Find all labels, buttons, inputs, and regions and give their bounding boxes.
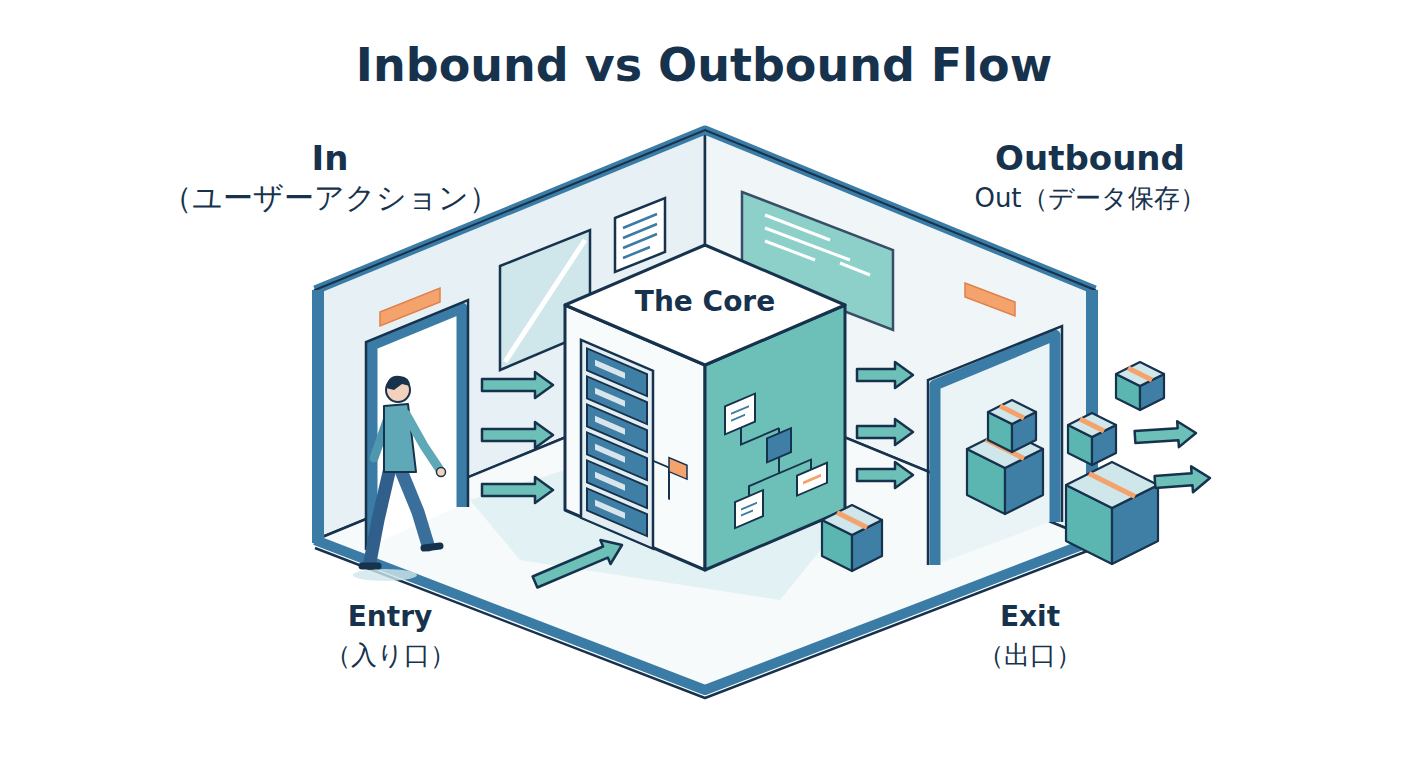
rack-wire <box>653 461 669 500</box>
flow-doc <box>725 394 755 435</box>
rack-body <box>581 340 653 549</box>
door-frame-line <box>928 326 1062 565</box>
flow-arrow <box>857 362 913 388</box>
box-top <box>1066 462 1158 508</box>
front-leg <box>400 468 428 545</box>
cargo-box <box>1116 362 1164 410</box>
front-arm <box>406 414 440 470</box>
flow-arrow-decor <box>533 540 622 587</box>
rack-slot <box>595 500 625 519</box>
box-top <box>1116 362 1164 386</box>
box-tape <box>1089 474 1135 497</box>
node-subtitle: （出口） <box>930 640 1130 671</box>
flow-arrow <box>482 422 553 448</box>
flow-doc <box>735 490 763 528</box>
diagram-title: Inbound vs Outbound Flow <box>0 38 1408 93</box>
exit-sign <box>965 283 1015 316</box>
flow-arrow-decor <box>1135 421 1196 447</box>
shoe <box>424 546 440 548</box>
screen-lines <box>765 215 870 275</box>
box-top <box>1068 413 1116 437</box>
box-tape <box>1080 419 1104 431</box>
box-top <box>822 505 882 535</box>
room-walls <box>315 130 1095 698</box>
cargo-box <box>822 505 882 571</box>
flow-arrow <box>482 372 553 398</box>
server-rack <box>581 340 687 563</box>
node-heading: Entry <box>320 600 460 634</box>
flowchart-face <box>725 363 827 533</box>
rack-slot <box>595 444 625 463</box>
flow-arrow <box>482 477 553 503</box>
rack-slot <box>595 388 625 407</box>
cube-top-face <box>565 245 845 365</box>
cargo-box <box>988 400 1036 452</box>
flow-doc-lines <box>731 403 757 520</box>
box-top <box>988 400 1036 424</box>
rack-tag <box>669 458 687 480</box>
box-tape <box>837 513 867 528</box>
walking-person <box>353 376 446 581</box>
flow-note-line <box>803 475 821 483</box>
node-heading: Exit <box>960 600 1100 634</box>
node-subtitle: （入り口） <box>290 640 490 671</box>
flow-heading: In <box>110 138 550 179</box>
shoe <box>362 563 378 570</box>
flow-arrow-decor <box>1155 466 1210 492</box>
node-heading: The Core <box>565 285 845 319</box>
flow-heading: Outbound <box>870 138 1310 179</box>
flow-arrow <box>857 419 913 445</box>
flow-note <box>797 463 827 496</box>
box-tape <box>1128 368 1152 380</box>
wall-notice <box>615 198 665 272</box>
flow-step <box>767 428 791 462</box>
flow-note: （ユーザーアクション） <box>110 180 550 216</box>
rack-slot <box>595 472 625 491</box>
flow-note: Out（データ保存） <box>870 183 1310 214</box>
person-shadow <box>353 569 417 581</box>
notice-lines <box>623 214 657 258</box>
flow-arrow <box>857 462 913 488</box>
box-tape <box>1000 406 1024 418</box>
cargo-box <box>1068 413 1116 465</box>
cargo-box <box>1066 462 1158 564</box>
back-leg <box>370 468 390 562</box>
left-wall-post <box>312 290 324 543</box>
rack-slot <box>595 416 625 435</box>
wall-decor <box>380 192 1015 370</box>
rack-slot <box>595 360 625 379</box>
rack-unit <box>587 488 647 536</box>
core-cube: The Core <box>565 245 845 570</box>
hair <box>386 376 410 390</box>
hand <box>437 468 446 477</box>
